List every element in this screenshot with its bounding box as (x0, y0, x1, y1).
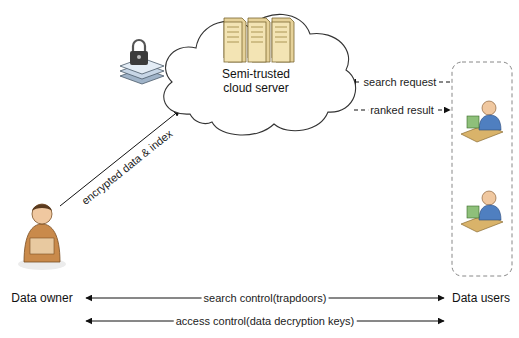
cloud-outline (164, 14, 356, 135)
owner-icon (18, 204, 66, 270)
edge-label: access control(data decryption keys) (174, 315, 357, 327)
data-owner-node: Data owner (2, 190, 82, 316)
cloud-node: Semi-trusted cloud server (150, 2, 362, 144)
edge-label: search request (362, 76, 439, 88)
node-label: Data users (447, 292, 515, 306)
users-group-box (452, 62, 512, 276)
node-label: Semi-trusted cloud server (210, 68, 302, 96)
data-users-node: Data users (446, 60, 516, 316)
server-icons (224, 18, 294, 62)
user-icon (461, 101, 503, 142)
node-label: Data owner (3, 292, 81, 306)
edge-label: encrypted data & index (78, 125, 177, 207)
node-shape (446, 60, 516, 316)
edge-label: search control(trapdoors) (202, 292, 329, 304)
user-icon (461, 191, 503, 232)
connector-arrow (60, 110, 180, 206)
lock-documents-icon (120, 40, 164, 84)
edge-label: ranked result (368, 104, 436, 116)
